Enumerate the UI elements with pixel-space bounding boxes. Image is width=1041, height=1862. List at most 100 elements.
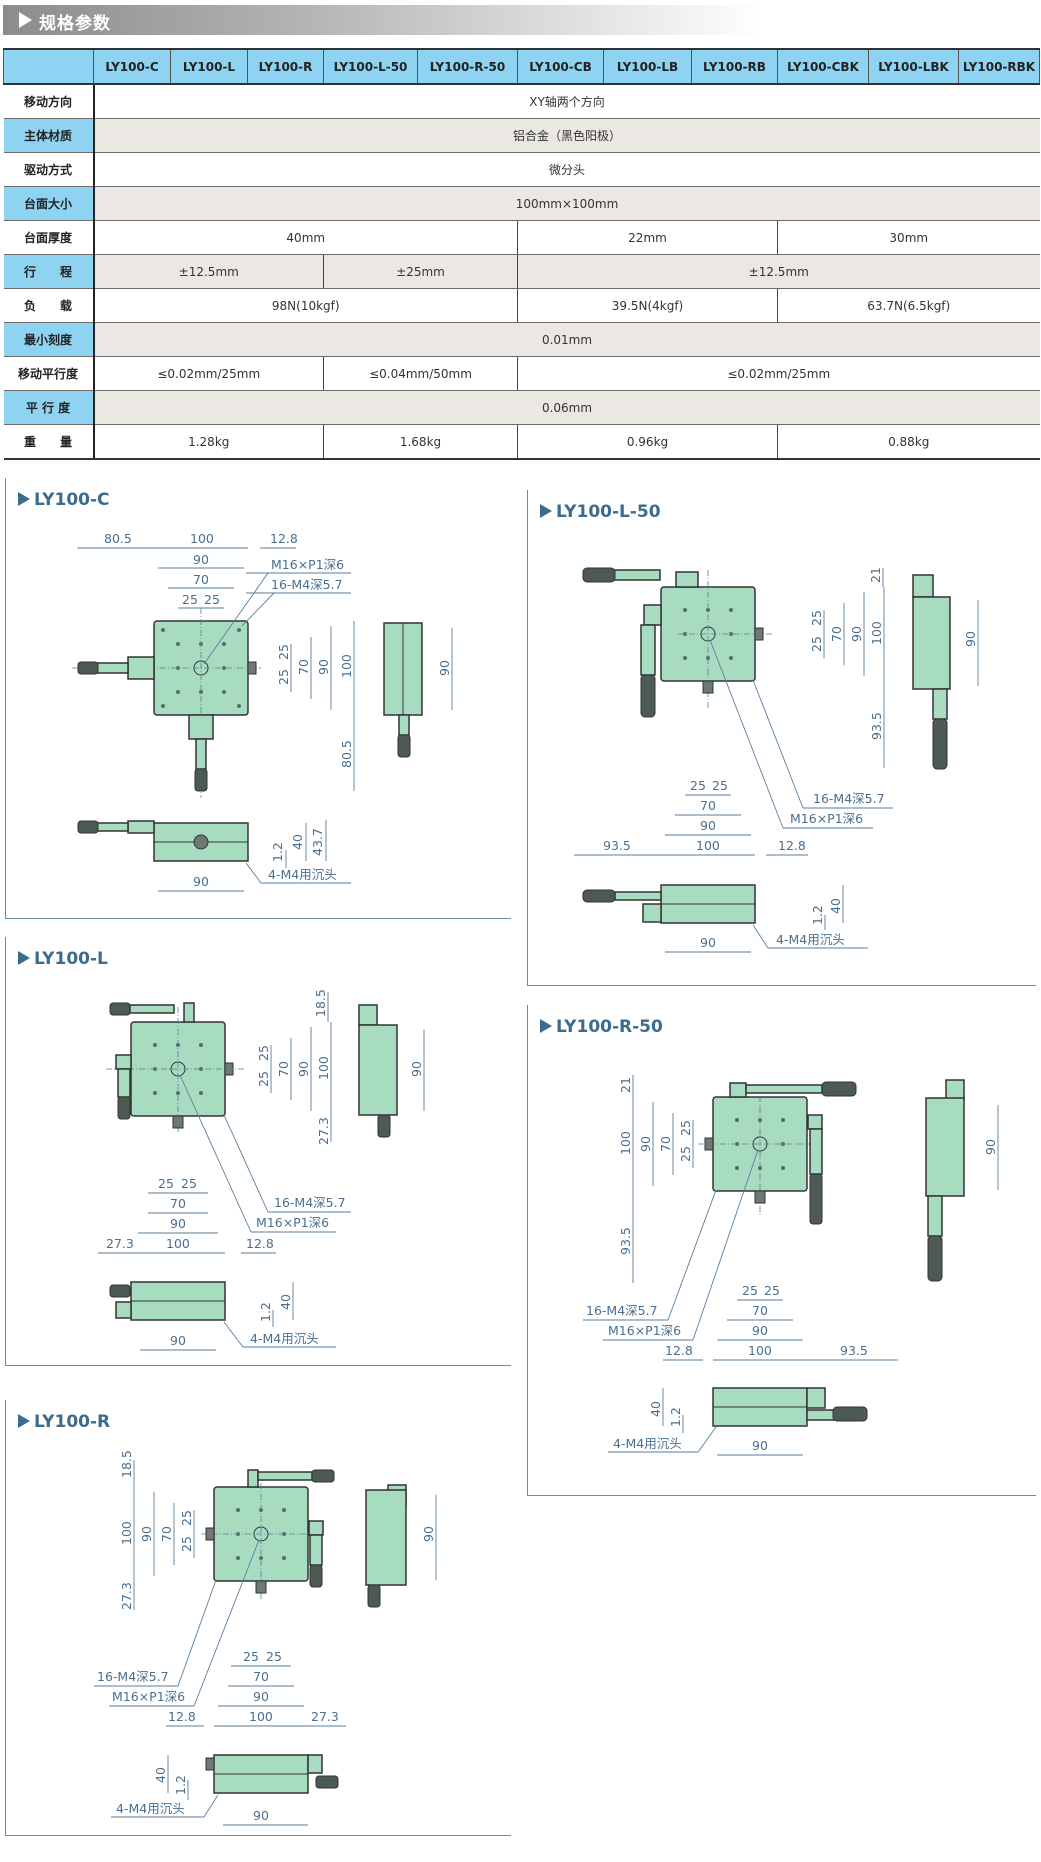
spec-value: 0.01mm xyxy=(93,322,1040,357)
drawing-title: LY100-R-50 xyxy=(540,1017,663,1037)
header-corner xyxy=(3,48,94,85)
row-label: 行 程 xyxy=(3,254,95,289)
holes-callout: 16-M4深5.7 xyxy=(274,1195,346,1210)
spec-value: 铝合金（黑色阳极） xyxy=(93,118,1040,153)
dim-label: 90 xyxy=(170,1216,186,1231)
countersink-callout: 4-M4用沉头 xyxy=(776,932,845,947)
dim-label: 90 xyxy=(752,1323,768,1338)
dim-label: 27.3 xyxy=(106,1236,134,1251)
x-micrometer-knob xyxy=(77,661,99,675)
table-row: 行 程±12.5mm±25mm±12.5mm xyxy=(3,254,1040,289)
drawing-title: LY100-L-50 xyxy=(540,502,661,522)
drawing-title-text: LY100-L xyxy=(34,949,108,969)
thread-callout: M16×P1深6 xyxy=(256,1215,329,1230)
spec-value: 39.5N(4kgf) xyxy=(517,288,778,323)
dim-label: 70 xyxy=(658,1136,673,1152)
dim-label: 40 xyxy=(153,1767,168,1783)
dim-label: 25 xyxy=(182,592,198,607)
dim-label: 25 xyxy=(158,1176,174,1191)
dim-label: 70 xyxy=(829,626,844,642)
drawing-title: LY100-C xyxy=(18,490,110,510)
dim-label: 12.8 xyxy=(168,1709,196,1724)
model-header: LY100-L xyxy=(170,48,248,85)
dim-label: 90 xyxy=(700,935,716,950)
dim-label: 18.5 xyxy=(119,1450,134,1478)
dim-label: 27.3 xyxy=(311,1709,339,1724)
spec-value: XY轴两个方向 xyxy=(93,83,1040,119)
row-label: 移动方向 xyxy=(3,83,95,119)
drawing-title-text: LY100-L-50 xyxy=(556,502,661,522)
dim-label: 100 xyxy=(119,1521,134,1545)
triangle-icon xyxy=(18,951,30,965)
dim-label: 90 xyxy=(849,626,864,642)
dim-label: 90 xyxy=(963,631,978,647)
thread-callout: M16×P1深6 xyxy=(608,1323,681,1338)
dim-label: 25 xyxy=(678,1146,693,1162)
row-label: 驱动方式 xyxy=(3,152,95,187)
dim-label: 43.7 xyxy=(310,828,325,856)
dim-label: 80.5 xyxy=(339,740,354,768)
stage-side-view xyxy=(358,1024,398,1116)
model-header: LY100-RBK xyxy=(958,48,1040,85)
triangle-icon xyxy=(540,1019,552,1033)
spec-value: 1.28kg xyxy=(93,424,324,460)
thread-callout: M16×P1深6 xyxy=(271,557,344,572)
dim-label: 70 xyxy=(159,1526,174,1542)
row-label: 台面大小 xyxy=(3,186,95,221)
dim-label: 90 xyxy=(421,1526,436,1542)
spec-value: 22mm xyxy=(517,220,778,255)
dim-label: 25 xyxy=(276,644,291,660)
dim-label: 90 xyxy=(253,1808,269,1823)
thread-callout: M16×P1深6 xyxy=(112,1689,185,1704)
dim-label: 70 xyxy=(193,572,209,587)
countersink-callout: 4-M4用沉头 xyxy=(613,1436,682,1451)
drawing-title-text: LY100-C xyxy=(34,490,110,510)
mounting-holes xyxy=(161,628,241,708)
x-micrometer-barrel xyxy=(95,662,129,674)
row-label: 重 量 xyxy=(3,424,95,460)
dim-label: 25 xyxy=(256,1045,271,1061)
spec-value: 30mm xyxy=(777,220,1040,255)
dim-label: 100 xyxy=(339,654,354,678)
triangle-icon xyxy=(19,12,32,28)
spec-value: 100mm×100mm xyxy=(93,186,1040,221)
y-micrometer-mount xyxy=(188,714,214,740)
stage-side-view xyxy=(365,1489,407,1586)
row-label: 平 行 度 xyxy=(3,390,95,425)
dim-label: 100 xyxy=(190,531,214,546)
holes-callout: 16-M4深5.7 xyxy=(271,577,343,592)
dim-label: 100 xyxy=(696,838,720,853)
dim-label: 93.5 xyxy=(840,1343,868,1358)
countersink-callout: 4-M4用沉头 xyxy=(268,867,337,882)
dim-label: 90 xyxy=(316,659,331,675)
dim-label: 1.2 xyxy=(668,1407,683,1427)
spec-value: 40mm xyxy=(93,220,518,255)
dim-label: 25 xyxy=(690,778,706,793)
dim-label: 90 xyxy=(409,1061,424,1077)
dim-label: 90 xyxy=(253,1689,269,1704)
dim-label: 21 xyxy=(618,1077,633,1093)
dim-label: 100 xyxy=(166,1236,190,1251)
spec-value: 1.68kg xyxy=(323,424,518,460)
drawing-title: LY100-L xyxy=(18,949,108,969)
dim-label: 40 xyxy=(290,834,305,850)
dim-label: 25 xyxy=(266,1649,282,1664)
model-header: LY100-R xyxy=(247,48,324,85)
dim-label: 25 xyxy=(809,636,824,652)
dim-label: 93.5 xyxy=(603,838,631,853)
table-row: 驱动方式微分头 xyxy=(3,152,1040,187)
dim-label: 90 xyxy=(752,1438,768,1453)
triangle-icon xyxy=(540,504,552,518)
dim-label: 70 xyxy=(752,1303,768,1318)
dim-label: 100 xyxy=(618,1131,633,1155)
